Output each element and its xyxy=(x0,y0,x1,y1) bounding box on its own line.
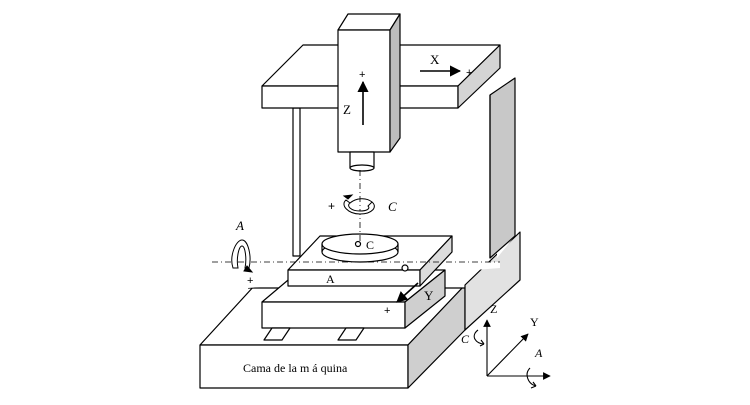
spindle-head xyxy=(337,13,401,153)
a-rotation-symbol xyxy=(231,239,254,273)
triad-z-label: Z xyxy=(490,302,497,316)
gantry-right-post xyxy=(460,77,516,259)
table-a-label: A xyxy=(326,272,335,286)
x-axis-label: X xyxy=(430,52,440,67)
y-axis-label: Y xyxy=(424,288,434,303)
triad-y-label: Y xyxy=(530,315,539,329)
a-rotation-label: A xyxy=(235,218,244,233)
c-rotation-symbol xyxy=(342,194,375,215)
x-plus-sign: + xyxy=(466,67,472,79)
gantry-left-post xyxy=(292,107,301,257)
z-axis-label: Z xyxy=(343,102,351,117)
spindle-nose xyxy=(349,151,375,172)
coordinate-triad xyxy=(473,319,551,389)
c-rotation-label: C xyxy=(388,199,397,214)
rotary-table-c xyxy=(321,233,399,263)
triad-a-label: A xyxy=(534,346,543,360)
z-axis-arrow: Z + xyxy=(343,69,369,125)
x-axis-arrow: X + xyxy=(420,52,472,79)
c-plus-sign: + xyxy=(328,199,335,213)
triad-c-label: C xyxy=(461,332,470,346)
slide-feet xyxy=(263,327,365,341)
y-plus-sign: + xyxy=(384,305,390,317)
machine-bed-label: Cama de la m á quina xyxy=(243,361,348,375)
table-center-label: C xyxy=(366,238,374,252)
z-plus-sign: + xyxy=(359,69,365,81)
y-axis-arrow: Y + xyxy=(384,282,434,317)
a-plus-sign: + xyxy=(247,275,253,287)
